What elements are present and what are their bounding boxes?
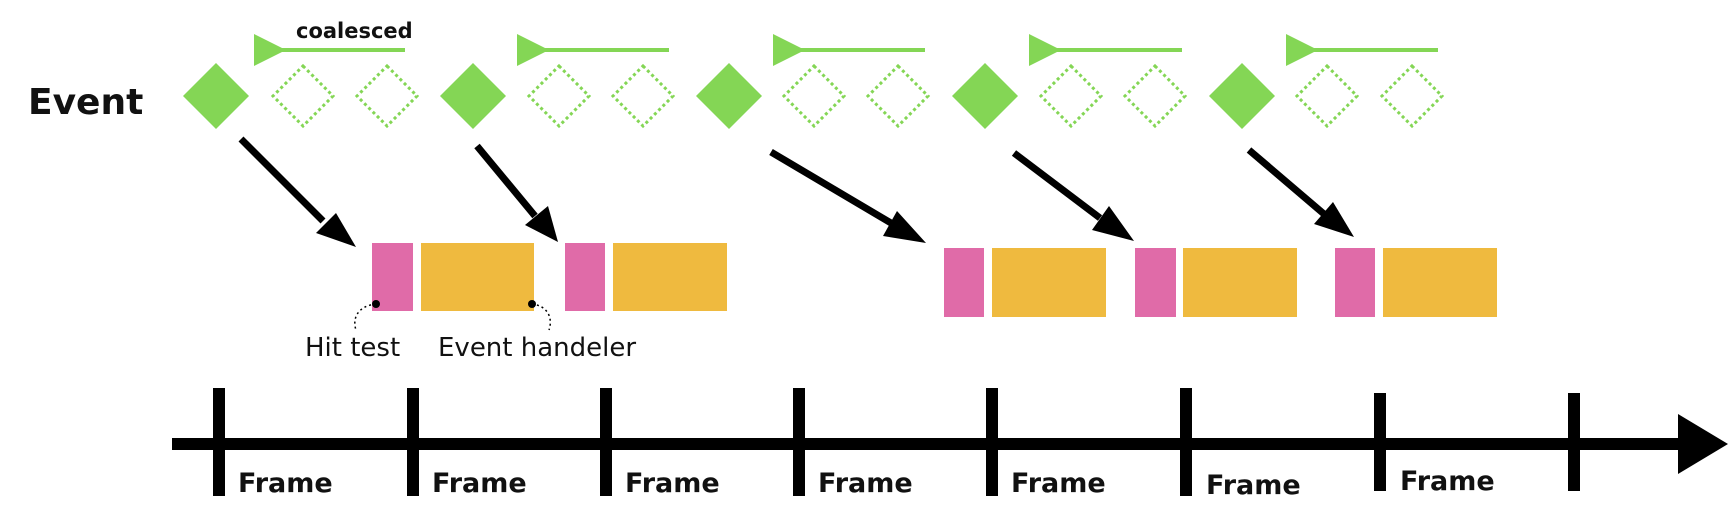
frame-label: Frame bbox=[818, 468, 913, 499]
frame-tick bbox=[986, 388, 998, 496]
frame-tick bbox=[213, 388, 225, 496]
dispatch-arrowhead bbox=[883, 211, 926, 243]
frame-tick bbox=[600, 388, 612, 496]
dispatch-arrowhead bbox=[1092, 206, 1134, 241]
event-handler-block bbox=[613, 243, 727, 311]
event-row-label: Event bbox=[28, 82, 143, 123]
dispatch-arrow bbox=[238, 136, 326, 224]
frame-label: Frame bbox=[1011, 468, 1106, 499]
coalesced-event-diamond bbox=[1294, 63, 1360, 129]
event-handler-block bbox=[1383, 248, 1497, 317]
hit-test-block bbox=[1335, 248, 1375, 317]
frame-label: Frame bbox=[625, 468, 720, 499]
coalesced-event-diamond bbox=[865, 63, 931, 129]
dispatch-arrow bbox=[769, 148, 893, 227]
coalesced-event-diamond bbox=[526, 63, 592, 129]
hit-test-block bbox=[372, 243, 413, 311]
frame-tick bbox=[1180, 388, 1192, 496]
event-diamond bbox=[952, 63, 1018, 129]
frame-label: Frame bbox=[432, 468, 527, 499]
timeline bbox=[172, 388, 1728, 496]
dispatch-arrow bbox=[1246, 147, 1327, 217]
dispatch-arrow bbox=[474, 143, 538, 219]
event-handler-label: Event handeler bbox=[438, 333, 636, 363]
event-diamond bbox=[696, 63, 762, 129]
event-diamond bbox=[1209, 63, 1275, 129]
frame-tick bbox=[1568, 393, 1580, 491]
event-diamond bbox=[183, 63, 249, 129]
frame-tick bbox=[407, 388, 419, 496]
event-handler-block bbox=[421, 243, 534, 311]
event-diamond bbox=[440, 63, 506, 129]
frame-label: Frame bbox=[1400, 466, 1495, 497]
event-diamonds bbox=[183, 63, 1445, 129]
coalesced-event-diamond bbox=[270, 63, 336, 129]
hit-test-block bbox=[565, 243, 605, 311]
coalesced-event-diamond bbox=[1122, 63, 1188, 129]
coalesced-event-diamond bbox=[354, 63, 420, 129]
frame-labels: Frame Frame Frame Frame Frame Frame Fram… bbox=[238, 466, 1495, 501]
event-handler-block bbox=[992, 248, 1106, 317]
coalesced-label: coalesced bbox=[296, 19, 413, 43]
event-handler-leader bbox=[531, 303, 552, 331]
frame-label: Frame bbox=[1206, 470, 1301, 501]
frame-tick bbox=[1374, 393, 1386, 491]
dispatch-arrowhead bbox=[316, 213, 356, 247]
hit-test-block bbox=[1135, 248, 1176, 317]
coalesced-event-diamond bbox=[610, 63, 676, 129]
frame-label: Frame bbox=[238, 468, 333, 499]
hit-test-leader bbox=[354, 303, 377, 331]
dispatch-arrow bbox=[1011, 150, 1103, 221]
coalesced-event-diamond bbox=[1038, 63, 1104, 129]
event-handler-block bbox=[1183, 248, 1297, 317]
coalesced-event-diamond bbox=[781, 63, 847, 129]
timeline-arrowhead bbox=[1678, 414, 1728, 474]
dispatch-arrowhead bbox=[525, 206, 558, 242]
hit-test-label: Hit test bbox=[305, 333, 400, 363]
processing-blocks bbox=[372, 243, 1497, 317]
dispatch-arrows bbox=[238, 136, 1354, 247]
dispatch-arrowhead bbox=[1314, 202, 1354, 237]
frame-tick bbox=[793, 388, 805, 496]
callout-leaders bbox=[354, 300, 552, 331]
coalesced-event-diamond bbox=[1379, 63, 1445, 129]
hit-test-block bbox=[944, 248, 984, 317]
